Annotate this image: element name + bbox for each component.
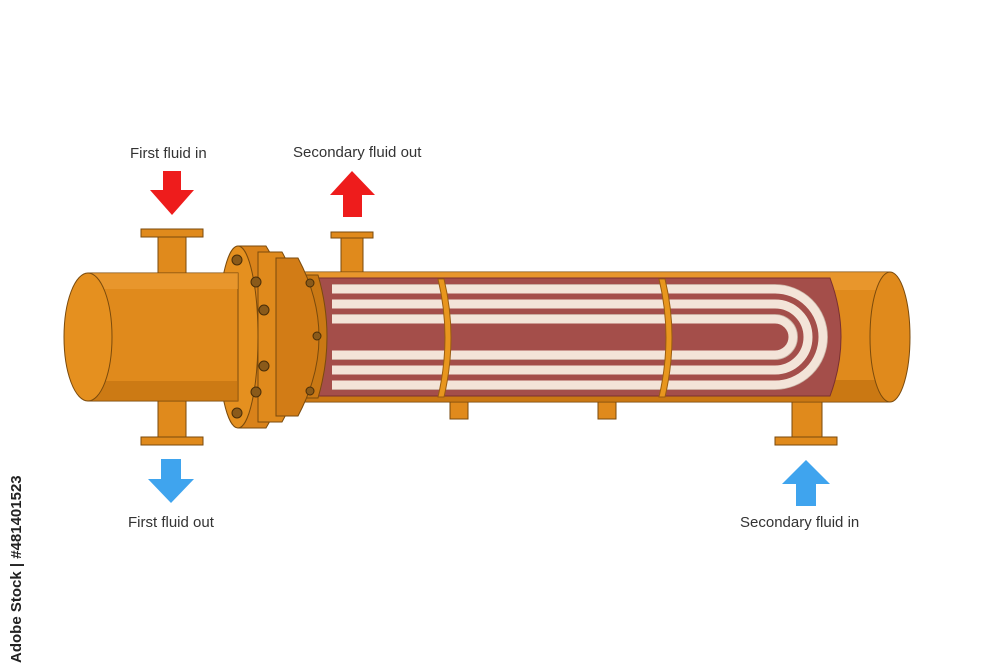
channel-head — [63, 272, 239, 402]
u-tube-bundle — [332, 284, 828, 390]
outlet-nozzle-secondary — [330, 231, 374, 275]
label-first-fluid-out: First fluid out — [128, 514, 214, 531]
arrow-down-icon — [150, 171, 194, 215]
baffle — [658, 278, 673, 398]
cutaway-interior — [317, 277, 842, 397]
label-first-fluid-in: First fluid in — [130, 145, 207, 162]
stock-watermark: Adobe Stock | #481401523 — [8, 475, 25, 663]
inlet-nozzle-first — [140, 228, 204, 275]
label-secondary-fluid-in: Secondary fluid in — [740, 514, 860, 531]
arrow-down-icon — [148, 459, 194, 503]
outlet-nozzle-first — [140, 400, 204, 446]
baffle — [437, 278, 452, 398]
inlet-nozzle-secondary — [774, 400, 838, 446]
u-tube-outlines — [332, 284, 828, 390]
support-leg — [449, 400, 469, 420]
support-leg — [597, 400, 617, 420]
arrow-up-icon — [330, 171, 375, 217]
arrow-up-icon — [782, 460, 830, 506]
label-secondary-fluid-out: Secondary fluid out — [293, 144, 422, 161]
flange-bolts — [231, 254, 322, 419]
